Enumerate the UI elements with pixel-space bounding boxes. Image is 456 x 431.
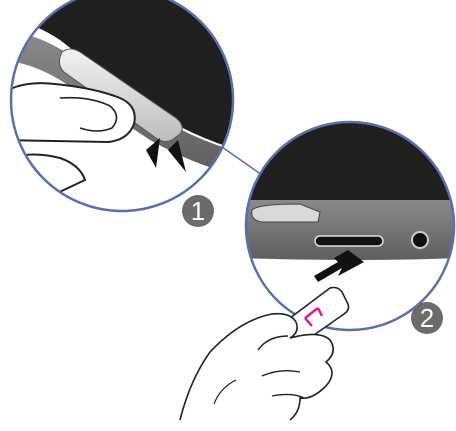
step-1-badge: 1 <box>182 195 214 227</box>
step-2-badge: 2 <box>411 302 443 334</box>
hand-illustration <box>180 288 349 421</box>
step-2-number: 2 <box>420 303 434 333</box>
magnified-view-step-1 <box>0 0 240 220</box>
step-1-number: 1 <box>191 196 205 226</box>
